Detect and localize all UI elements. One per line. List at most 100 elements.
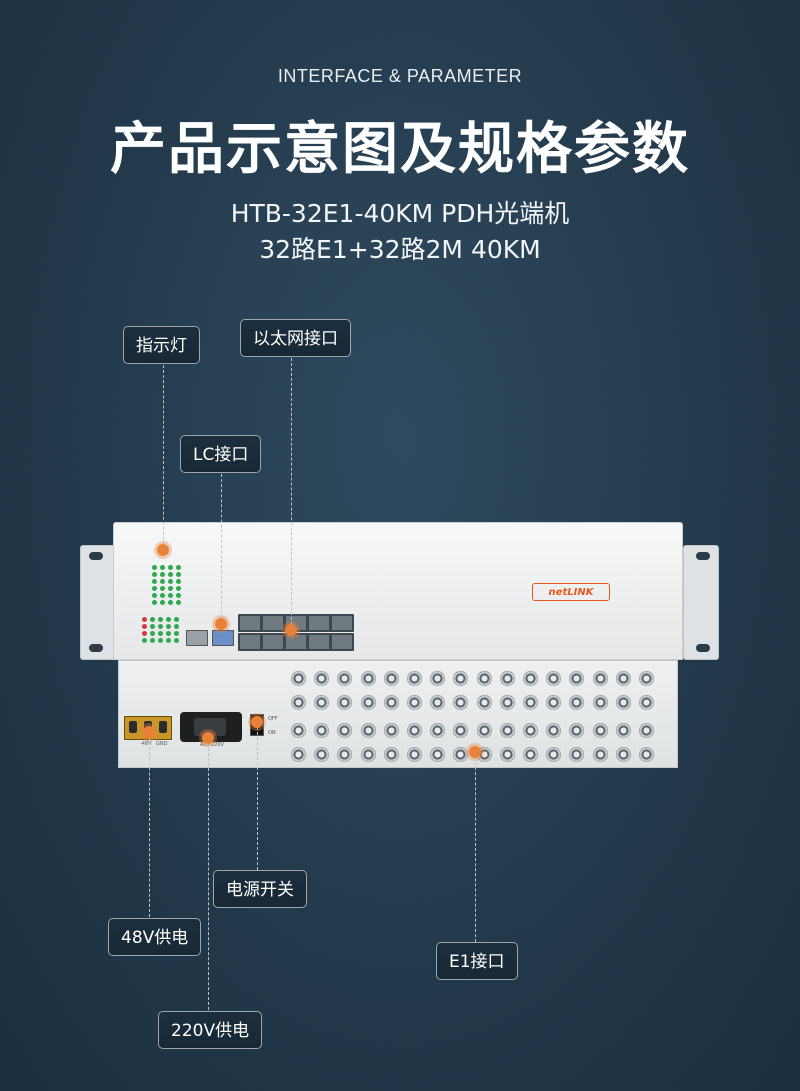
status-led (168, 593, 173, 598)
e1-bnc-port (314, 695, 330, 710)
e1-bnc-port (383, 723, 399, 738)
e1-bnc-port (569, 747, 585, 762)
status-led (168, 565, 173, 570)
e1-bnc-port (523, 723, 538, 738)
ethernet-port (238, 633, 262, 651)
e1-bnc-port (407, 723, 422, 738)
e1-bnc-port (499, 671, 515, 686)
device-front-panel (113, 522, 683, 660)
e1-bnc-port (430, 723, 446, 738)
e1-bnc-port (314, 723, 330, 738)
e1-bnc-port (407, 695, 422, 710)
sfp-port-1 (186, 630, 208, 646)
callout-ethernet: 以太网接口 (240, 319, 351, 357)
callout-indicator: 指示灯 (123, 326, 200, 364)
status-led (142, 638, 147, 643)
status-led (160, 572, 165, 577)
marker-indicator (157, 544, 169, 556)
e1-bnc-port (383, 747, 399, 762)
e1-bnc-port (546, 671, 562, 686)
status-led (166, 617, 171, 622)
leader-e1 (475, 752, 476, 942)
leader-48v (149, 732, 150, 917)
e1-bnc-port (592, 671, 608, 686)
e1-bnc-port (291, 671, 306, 686)
status-led (176, 565, 181, 570)
rack-ear-left (80, 545, 116, 660)
page-title: 产品示意图及规格参数 (110, 117, 690, 182)
e1-bnc-port (430, 747, 446, 762)
status-led (158, 617, 163, 622)
ethernet-port (330, 633, 354, 651)
e1-bnc-port (639, 671, 654, 686)
on-label: ON (268, 730, 276, 736)
e1-bnc-port (314, 747, 330, 762)
status-led (152, 600, 157, 605)
e1-bnc-port (407, 671, 422, 686)
e1-bnc-port (430, 671, 446, 686)
e1-bnc-port (453, 695, 469, 710)
e1-bnc-port (569, 695, 585, 710)
ethernet-port (307, 614, 331, 632)
e1-bnc-port (337, 671, 353, 686)
e1-bnc-port (569, 723, 585, 738)
e1-bnc-port (476, 671, 492, 686)
status-led (176, 593, 181, 598)
e1-bnc-port (615, 723, 631, 738)
leader-indicator (163, 365, 164, 550)
e1-bnc-port (523, 695, 538, 710)
leader-switch (257, 722, 258, 870)
model-line-2: 32路E1+32路2M 40KM (259, 235, 541, 264)
ac-label: AC~220V (200, 742, 224, 748)
status-led (158, 624, 163, 629)
ethernet-port (284, 633, 308, 651)
status-led (158, 638, 163, 643)
status-led (166, 631, 171, 636)
status-led (174, 624, 179, 629)
ethernet-port (261, 633, 285, 651)
leader-ethernet (291, 358, 292, 630)
neg48v-label: -48V (140, 741, 152, 747)
status-led (160, 565, 165, 570)
marker-220v (202, 732, 214, 744)
e1-bnc-port (360, 671, 376, 686)
leader-lc (221, 474, 222, 624)
status-led (160, 586, 165, 591)
e1-bnc-port (523, 671, 538, 686)
status-led (150, 624, 155, 629)
status-led (176, 572, 181, 577)
e1-bnc-port (592, 695, 608, 710)
e1-bnc-port (546, 723, 562, 738)
lc-optical-port (212, 630, 234, 646)
e1-bnc-port (639, 695, 654, 710)
status-led (142, 617, 147, 622)
status-led (150, 631, 155, 636)
e1-bnc-port (592, 747, 608, 762)
subtitle-english: INTERFACE & PARAMETER (277, 66, 523, 86)
status-led (152, 572, 157, 577)
callout-e1: E1接口 (436, 942, 518, 980)
status-led (152, 593, 157, 598)
status-led (168, 579, 173, 584)
e1-bnc-port (546, 747, 562, 762)
e1-bnc-port (639, 747, 654, 762)
e1-bnc-port (337, 695, 353, 710)
gnd-label: GND (156, 741, 168, 747)
status-led (160, 579, 165, 584)
ethernet-port (261, 614, 285, 632)
status-led (174, 617, 179, 622)
e1-bnc-port (360, 695, 376, 710)
e1-bnc-port (407, 747, 422, 762)
e1-bnc-port (337, 723, 353, 738)
e1-bnc-port (314, 671, 330, 686)
e1-bnc-port (639, 723, 654, 738)
e1-bnc-port (383, 671, 399, 686)
status-led (174, 638, 179, 643)
e1-bnc-port (453, 671, 469, 686)
status-led (166, 624, 171, 629)
e1-bnc-port (291, 723, 306, 738)
e1-bnc-port (430, 695, 446, 710)
marker-e1 (469, 746, 481, 758)
status-led (142, 624, 147, 629)
status-led (160, 600, 165, 605)
